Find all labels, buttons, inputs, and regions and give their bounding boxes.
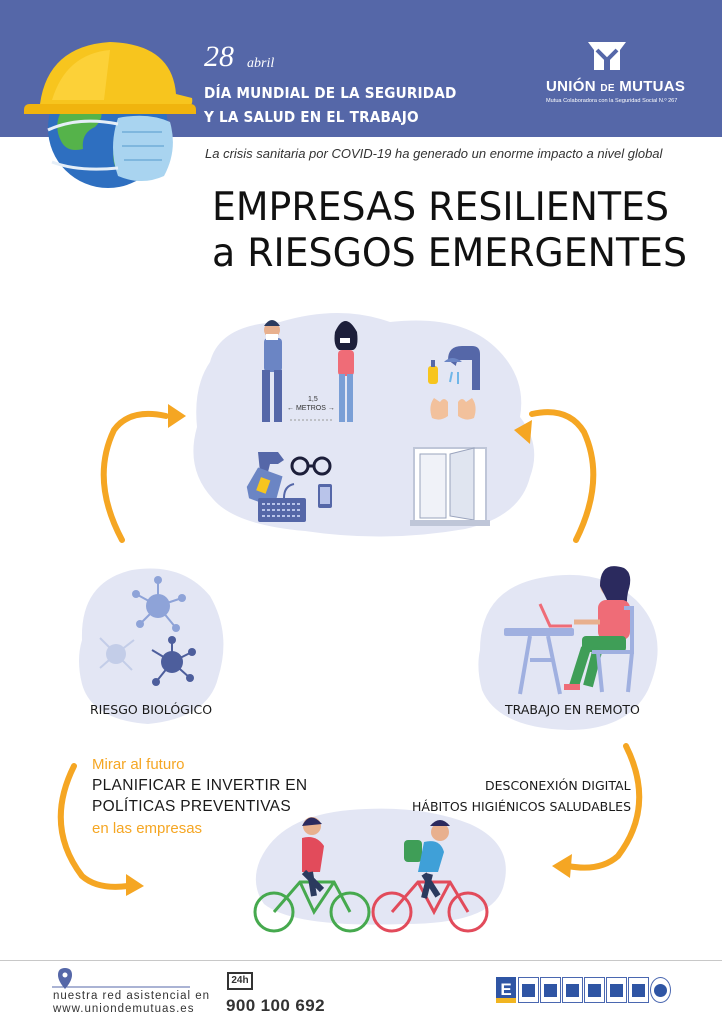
cert-round-icon (650, 977, 671, 1003)
arrowhead-right-top (514, 420, 532, 444)
handwashing-icon (428, 346, 480, 420)
distance-unit: ← METROS → (287, 405, 335, 412)
brand-name-part-2: MUTUAS (614, 78, 686, 95)
day-title-line-2: Y LA SALUD EN EL TRABAJO (204, 108, 419, 126)
network-text-line-1: nuestra red asistencial en (53, 990, 211, 1002)
date-day: 28 (204, 40, 234, 73)
plan-line-1: PLANIFICAR E INVERTIR EN (92, 777, 308, 794)
subtitle: La crisis sanitaria por COVID-19 ha gene… (205, 146, 663, 161)
arrow-left-top (100, 410, 169, 543)
virus-particles-icon (99, 576, 196, 686)
arrow-right-top (529, 409, 597, 543)
habit-disconnection: DESCONEXIÓN DIGITAL (485, 778, 631, 793)
biological-blob (79, 568, 224, 724)
brand-name: UNIÓN DE MUTUAS (546, 78, 685, 95)
brand-subtitle: Mutua Colaboradora con la Seguridad Soci… (546, 98, 678, 104)
cert-e-letter: E (500, 980, 512, 999)
brand-name-de: DE (600, 83, 615, 94)
label-remote-work: TRABAJO EN REMOTO (505, 702, 640, 717)
disinfection-items-icon (246, 452, 332, 522)
date-month: abril (247, 56, 275, 71)
cert-e-badge-icon: E (496, 977, 516, 1003)
day-title-line-1: DÍA MUNDIAL DE LA SEGURIDAD (204, 84, 457, 102)
cert-aenor-4-icon (584, 977, 605, 1003)
cert-aenor-2-icon (540, 977, 561, 1003)
plan-line-2: POLÍTICAS PREVENTIVAS (92, 798, 291, 815)
cyclists-icon (253, 817, 489, 933)
footer-divider (0, 960, 722, 961)
main-title-line-2: a RIESGOS EMERGENTES (212, 231, 687, 276)
distance-value: 1,5 (308, 396, 318, 403)
arrow-left-bottom (57, 763, 131, 890)
main-title-line-1: EMPRESAS RESILIENTES (212, 185, 669, 230)
arrowhead-right-bottom (552, 854, 572, 878)
habit-hygiene: HÁBITOS HIGIÉNICOS SALUDABLES (412, 799, 632, 814)
label-risk-biological: RIESGO BIOLÓGICO (90, 702, 213, 717)
brand-name-part-1: UNIÓN (546, 78, 601, 95)
arrowhead-left-bottom (126, 874, 144, 896)
remote-worker-icon (504, 566, 634, 695)
globe-helmet-icon (24, 42, 196, 188)
future-kicker: Mirar al futuro (92, 756, 185, 773)
24h-badge-icon: 24h (227, 972, 253, 990)
phone-number[interactable]: 900 100 692 (226, 996, 325, 1015)
arrowhead-left-top (168, 404, 186, 428)
cert-aenor-1-icon (518, 977, 539, 1003)
cert-aenor-6-icon (628, 977, 649, 1003)
cert-aenor-5-icon (606, 977, 627, 1003)
plan-line-3: en las empresas (92, 820, 203, 837)
network-website-link[interactable]: www.uniondemutuas.es (53, 1003, 195, 1015)
arrow-right-bottom (565, 743, 643, 871)
cert-aenor-3-icon (562, 977, 583, 1003)
ventilation-window-icon (410, 447, 490, 526)
union-mutuas-logo-icon (588, 42, 626, 70)
social-distance-people-icon (262, 320, 358, 422)
